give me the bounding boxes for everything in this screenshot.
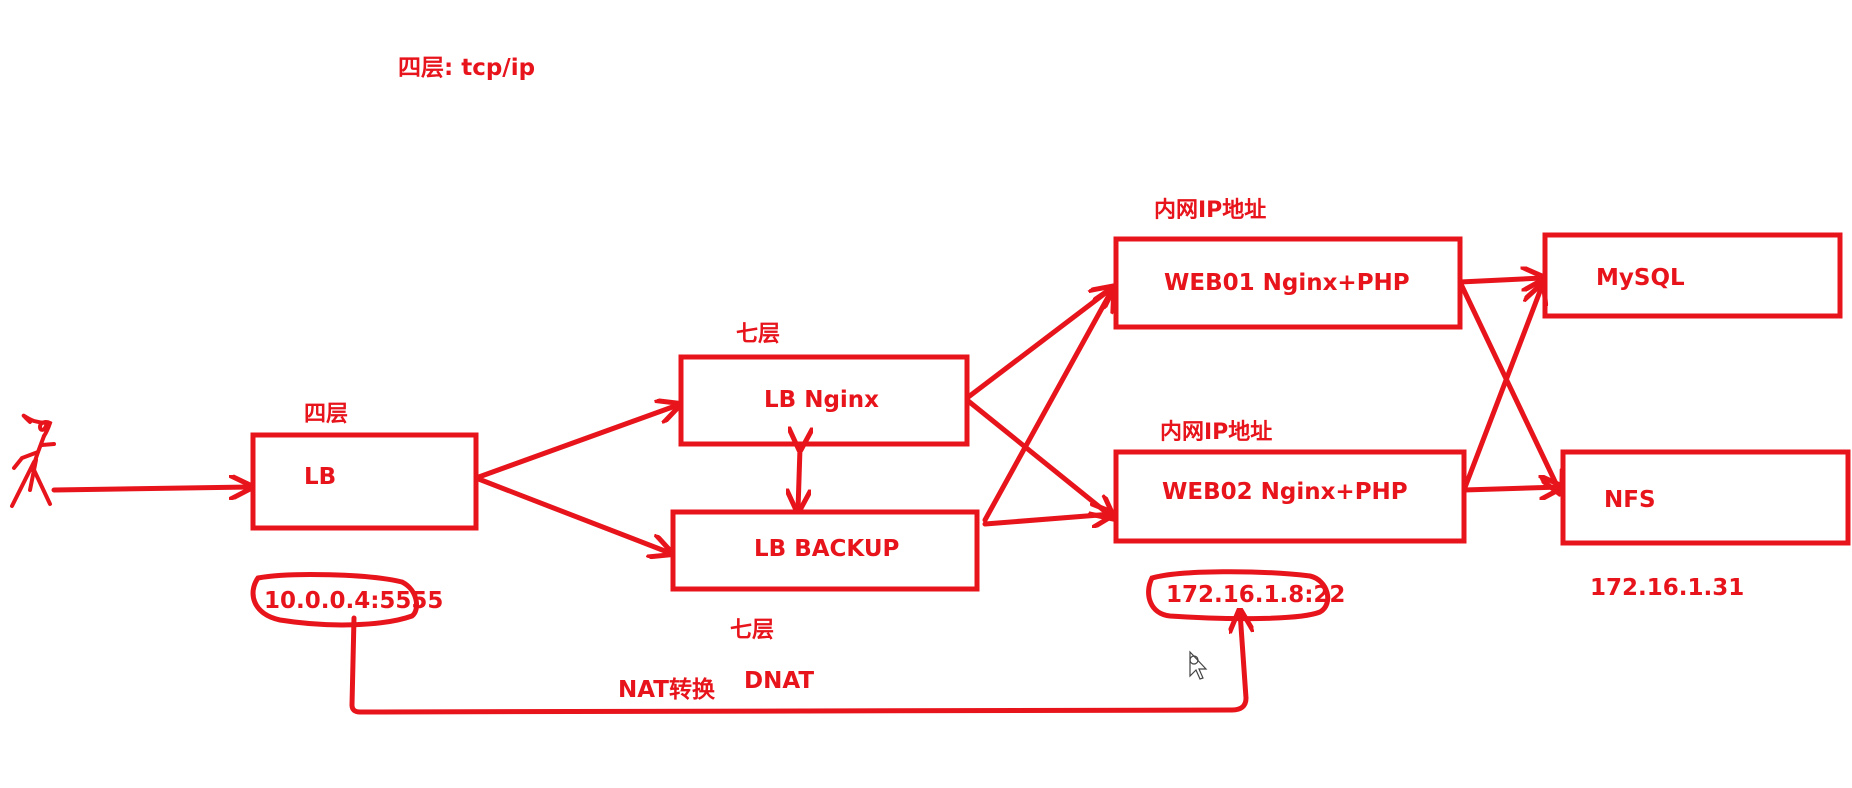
mysql-label: MySQL <box>1596 265 1685 291</box>
lb-box <box>250 432 479 531</box>
arrow-nat-path <box>349 612 1246 715</box>
web01-note: 内网IP地址 <box>1154 198 1267 223</box>
dnat-label: DNAT <box>744 668 815 694</box>
public-addr-circle <box>250 572 420 628</box>
arrow-lb-nginx-to-web02 <box>964 397 1112 517</box>
mouse-cursor-icon <box>1189 650 1208 680</box>
web01-label: WEB01 Nginx+PHP <box>1164 270 1410 296</box>
private-addr: 172.16.1.8:22 <box>1166 582 1346 608</box>
lb-nginx-layer-label: 七层 <box>736 322 781 347</box>
arrow-lb-nginx-to-web01 <box>964 288 1112 401</box>
lb-backup-label: LB BACKUP <box>754 536 900 562</box>
mysql-box <box>1542 232 1843 319</box>
web02-note: 内网IP地址 <box>1160 420 1273 445</box>
lb-nginx-label: LB Nginx <box>764 387 879 413</box>
lb-layer-label: 四层 <box>304 402 349 427</box>
page-title: 四层: tcp/ip <box>398 55 536 81</box>
private-addr-circle <box>1146 569 1331 622</box>
arrow-web02-to-mysql <box>1461 286 1542 493</box>
lb-backup-layer-label: 七层 <box>730 618 775 643</box>
arrow-web01-to-nfs <box>1457 279 1560 492</box>
nfs-ip: 172.16.1.31 <box>1590 575 1745 601</box>
arrow-lb-to-lb-backup <box>473 475 670 553</box>
lb-label: LB <box>304 464 337 490</box>
stick-figure-icon <box>10 413 56 508</box>
nfs-label: NFS <box>1604 487 1656 513</box>
web02-label: WEB02 Nginx+PHP <box>1162 479 1408 505</box>
arrow-web01-to-mysql <box>1457 278 1542 282</box>
arrow-user-to-lb <box>51 487 250 490</box>
arrow-web02-to-nfs <box>1461 487 1560 490</box>
arrow-lb-nginx-lb-backup <box>798 448 800 510</box>
arrow-lb-to-lb-nginx <box>473 405 678 481</box>
nat-label: NAT转换 <box>618 677 715 703</box>
arrow-lb-backup-to-web02 <box>982 514 1112 524</box>
public-addr: 10.0.0.4:5555 <box>264 588 444 614</box>
arrow-lb-backup-to-web01 <box>982 290 1112 523</box>
